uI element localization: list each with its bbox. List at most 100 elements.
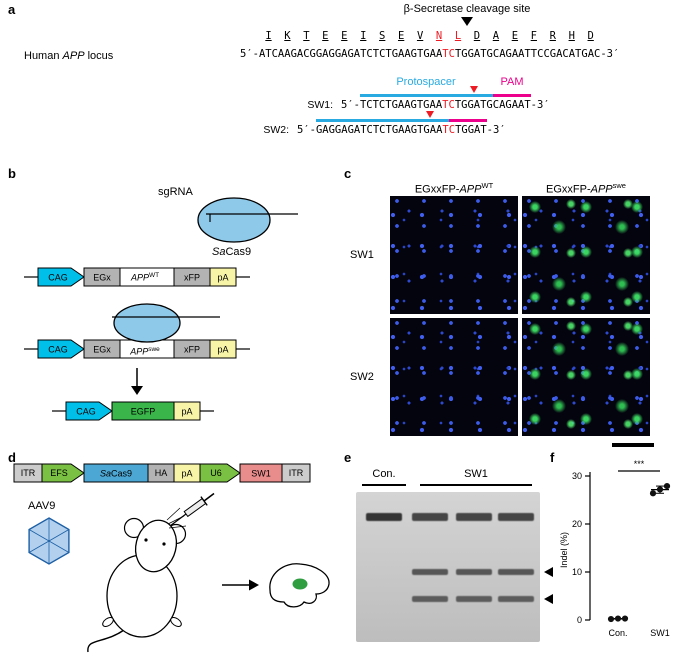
sw2-sequence: 5′-GAGGAGATCTCTGAAGTGAATCTGGAT-3′ [297,124,506,137]
cag-label: CAG [48,345,68,355]
xfp-label: xFP [184,345,200,355]
panel-a-label: a [8,2,16,17]
amino-acid-mutant: L [454,30,462,42]
protospacer-label: Protospacer [396,76,456,88]
pam-label: PAM [500,76,524,88]
gel-band-uncut [456,513,492,521]
amino-acid: A [492,30,500,42]
syringe-icon [169,492,215,527]
sacas9-label-italic: Sa [212,246,226,258]
significance-stars: *** [634,459,645,469]
x-category-sw1: SW1 [650,628,670,638]
amino-acid-mutant: N [435,30,443,42]
amino-acid: H [568,30,575,42]
gel-band-cut [456,596,492,602]
amino-acid: V [416,30,424,42]
pa-label: pA [181,469,192,479]
locus-label-gene: APP [62,50,85,62]
mouse-eye [144,538,148,542]
dna-swe-mutation: TC [442,48,455,60]
amino-acid: E [341,30,348,42]
y-tick-label: 30 [572,471,582,481]
dna-3prime: -3′ [600,48,620,60]
mouse-eye [162,542,166,546]
amino-acid: I [265,30,272,42]
sw2-seq-pre: GAGGAGATCTCTGAAGTGAA [315,124,443,136]
mouse-illustration [87,492,215,653]
data-points [607,482,671,623]
amino-acid: T [303,30,310,42]
injection-arrow-icon [222,579,259,591]
sw1-pam-overline [493,94,531,97]
sw1-seq-post: TGGATGCAGAAT [454,99,531,111]
y-tick-label: 10 [572,567,582,577]
panel-b-label: b [8,166,16,181]
amino-acid: S [379,30,386,42]
indel-plot: *** 0 10 20 30 Indel (%) Con. SW1 [559,459,671,638]
aav9-capsid-icon [28,517,70,565]
gel-sw1-underline [420,484,532,486]
sw2-name-label: SW2: [263,124,289,136]
gel-band-cut [412,596,448,602]
micrograph-sw1-wt [390,196,518,314]
y-tick-label: 20 [572,519,582,529]
app-wt-label: APPWT [130,272,159,283]
amino-acid: K [284,30,291,42]
cag-promoter-arrow [37,339,85,359]
micrograph-sw2-swe [522,318,650,436]
row-label-sw2: SW2 [350,371,374,383]
amino-acid: E [511,30,519,42]
mouse-paw [170,617,182,627]
efs-promoter-arrow [41,463,85,483]
construct-row-egfp: CAG EGFP pA [52,401,214,421]
gel-band-uncut [498,513,534,521]
sw2-5prime: 5′- [297,124,316,136]
cleavage-site-arrow-icon [461,17,473,26]
cas9-sgrna-icon [197,197,298,243]
sw2-3prime: -3′ [486,124,506,136]
sw1-3prime: -3′ [530,99,550,111]
gel-con-label: Con. [372,468,396,480]
injection-site-marker [292,578,308,590]
gel-arrowhead-icon [544,567,553,577]
itr-box [281,463,311,483]
sw1-swe-mutation: TC [442,99,455,111]
sacas9-box-label: SaCas9 [100,469,132,479]
cag-label: CAG [48,273,68,283]
gel-arrowhead-icon [544,594,553,604]
sw2-pam-overline [449,119,487,122]
gel-band-cut [456,569,492,575]
app-swe-label: APPswe [129,346,160,357]
sacas9-label: SaCas9 [212,246,251,258]
construct-row-swe: CAG EGx xFP pA APPswe [24,303,250,359]
mouse-paw [102,617,114,627]
gel-band-uncut [412,513,448,521]
recombination-arrow-icon [131,368,143,395]
sw1-seq-pre: TCTCTGAAGTGAA [359,99,443,111]
dna-seq-post: TGGATGCAGAATTCCGACATGAC [454,48,601,60]
pa-label: pA [217,345,228,355]
pa-label: pA [181,407,192,417]
sw2-cut-site-arrow-icon [426,111,434,118]
sw2-swe-mutation: TC [442,124,456,136]
sw2-seq-post: TGGAT [455,124,487,136]
gel-band-cut [412,569,448,575]
cag-promoter-arrow [37,267,85,287]
column-header-swe: EGxxFP-APPswe [546,181,626,196]
gel-band-uncut [366,513,402,521]
locus-label-post: locus [84,50,114,62]
cas9-blob-icon [113,303,181,343]
sacas9-label-rest: Cas9 [225,246,252,258]
sw1-name-label: SW1: [307,99,333,111]
efs-label: EFS [50,468,68,478]
human-app-locus-label: Human APP locus [24,50,113,62]
micrograph-sw2-wt [390,318,518,436]
sw1-protospacer-overline [360,94,493,97]
cag-promoter-arrow [65,401,113,421]
dna-seq-pre: ATCAAGACGGAGGAGATCTCTGAAGTGAA [258,48,443,60]
u6-promoter-arrow [199,463,241,483]
cleavage-site-label: β-Secretase cleavage site [403,3,531,15]
gel-band-cut [498,569,534,575]
